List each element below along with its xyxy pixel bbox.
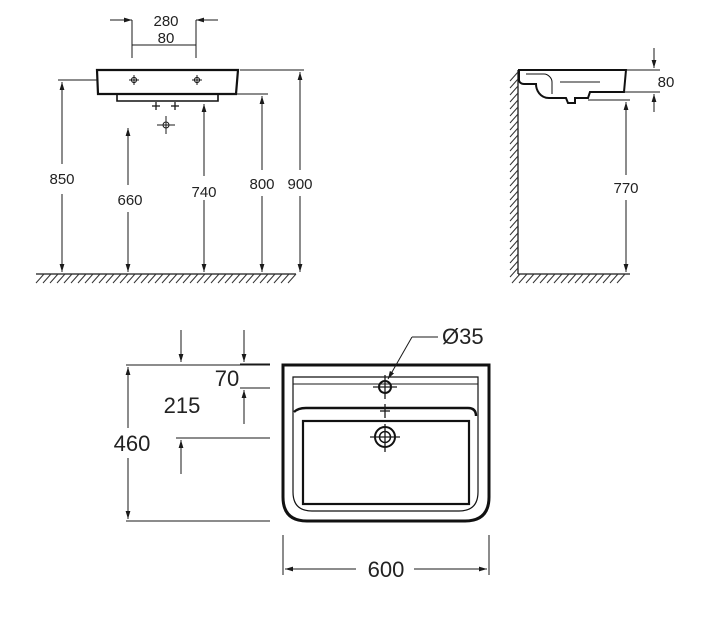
dimension-side-770: 770 (588, 99, 639, 272)
top-drain (370, 424, 400, 452)
label-900: 900 (287, 176, 312, 193)
label-280: 280 (153, 13, 178, 30)
label-800: 800 (249, 176, 274, 193)
front-floor (35, 273, 297, 284)
dimension-diameter-35: Ø35 (387, 324, 484, 380)
dimension-850: 850 (49, 79, 97, 272)
label-side-80: 80 (658, 74, 675, 91)
dimension-900: 900 (240, 69, 313, 272)
side-basin-outline (518, 69, 628, 104)
label-460: 460 (114, 431, 151, 456)
front-tap-hole-right (192, 75, 202, 85)
dimension-side-80: 80 (624, 48, 674, 112)
dimension-740: 740 (191, 104, 217, 272)
top-view: Ø35 70 215 460 (114, 324, 491, 582)
front-supply-points (152, 102, 179, 110)
top-tap-hole (373, 375, 397, 418)
side-wall (509, 70, 519, 278)
label-80-spacing: 80 (158, 30, 175, 47)
front-tap-hole-left (129, 75, 139, 85)
front-waste-point (157, 116, 175, 134)
dimension-80-spacing: 80 (132, 30, 196, 47)
dimension-70: 70 (215, 330, 270, 424)
label-215: 215 (164, 393, 201, 418)
label-70: 70 (215, 366, 239, 391)
dimension-280: 280 (110, 13, 218, 58)
dimension-215: 215 (164, 330, 270, 474)
dimension-460: 460 (114, 364, 270, 522)
label-600: 600 (368, 557, 405, 582)
dimension-660: 660 (117, 128, 143, 272)
label-660: 660 (117, 192, 142, 209)
side-floor (511, 273, 630, 284)
label-850: 850 (49, 171, 74, 188)
front-basin-outline (95, 68, 240, 134)
side-view: 80 770 (509, 48, 674, 284)
label-diameter-35: Ø35 (442, 324, 484, 349)
dimension-800: 800 (220, 93, 275, 272)
label-740: 740 (191, 184, 216, 201)
label-side-770: 770 (613, 180, 638, 197)
front-view: 280 80 850 660 740 800 (35, 13, 313, 284)
dimension-600: 600 (282, 535, 490, 582)
